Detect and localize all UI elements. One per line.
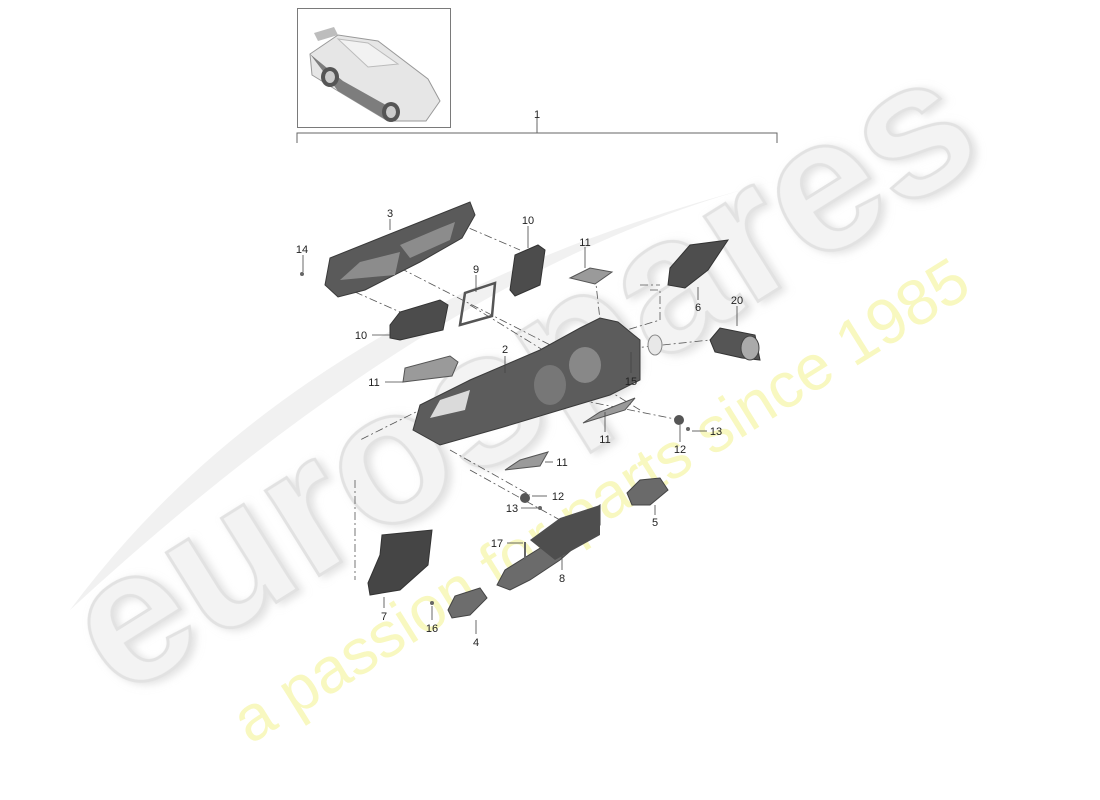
label-part-10-lower: 10 xyxy=(355,330,367,342)
part-10-filter-lower xyxy=(389,299,449,341)
label-part-11-upper: 11 xyxy=(579,237,590,249)
label-part-12-right: 12 xyxy=(674,444,686,456)
label-part-2: 2 xyxy=(502,344,508,356)
car-thumbnail xyxy=(297,8,451,128)
part-5 xyxy=(626,477,669,506)
leader-lines xyxy=(302,118,738,634)
label-part-10-upper: 10 xyxy=(522,215,534,227)
label-assembly-1: 1 xyxy=(534,109,540,121)
label-part-8: 8 xyxy=(559,573,565,585)
label-part-17: 17 xyxy=(491,538,503,550)
part-12-clip-left xyxy=(520,493,530,503)
part-14-screw xyxy=(300,272,304,276)
assembly-bracket xyxy=(296,123,778,143)
part-9-gasket xyxy=(458,281,497,327)
car-icon xyxy=(309,27,441,122)
label-part-3: 3 xyxy=(387,208,393,220)
part-7 xyxy=(367,529,433,596)
label-part-6: 6 xyxy=(695,302,701,314)
label-part-9: 9 xyxy=(473,264,479,276)
label-part-14: 14 xyxy=(296,244,308,256)
part-6 xyxy=(667,239,730,289)
label-part-11-right: 11 xyxy=(599,434,610,446)
part-11-grilles xyxy=(402,267,636,471)
label-part-5: 5 xyxy=(652,517,658,529)
label-part-11-left: 11 xyxy=(368,377,379,389)
part-labels: 1 3 14 10 11 9 6 20 10 2 11 15 11 13 12 … xyxy=(296,109,743,649)
label-part-7: 7 xyxy=(381,611,387,623)
label-part-16: 16 xyxy=(426,623,438,635)
part-16-screw xyxy=(430,601,434,605)
label-part-20: 20 xyxy=(731,295,743,307)
label-part-12-left: 12 xyxy=(552,491,564,503)
part-12-clip-right xyxy=(674,415,684,425)
part-13-screw-left xyxy=(538,506,542,510)
part-15-ring xyxy=(647,334,663,356)
label-part-15: 15 xyxy=(625,376,637,388)
part-3-upper-housing xyxy=(324,201,476,298)
part-2-main-duct xyxy=(412,317,641,446)
label-part-13-left: 13 xyxy=(506,503,518,515)
label-part-13-right: 13 xyxy=(710,426,722,438)
label-part-11-lower: 11 xyxy=(556,457,567,469)
part-10-filter-upper xyxy=(509,244,546,297)
part-20-bellows xyxy=(709,327,761,361)
part-13-screw-right xyxy=(686,427,690,431)
part-4 xyxy=(447,587,488,619)
label-part-4: 4 xyxy=(473,637,479,649)
